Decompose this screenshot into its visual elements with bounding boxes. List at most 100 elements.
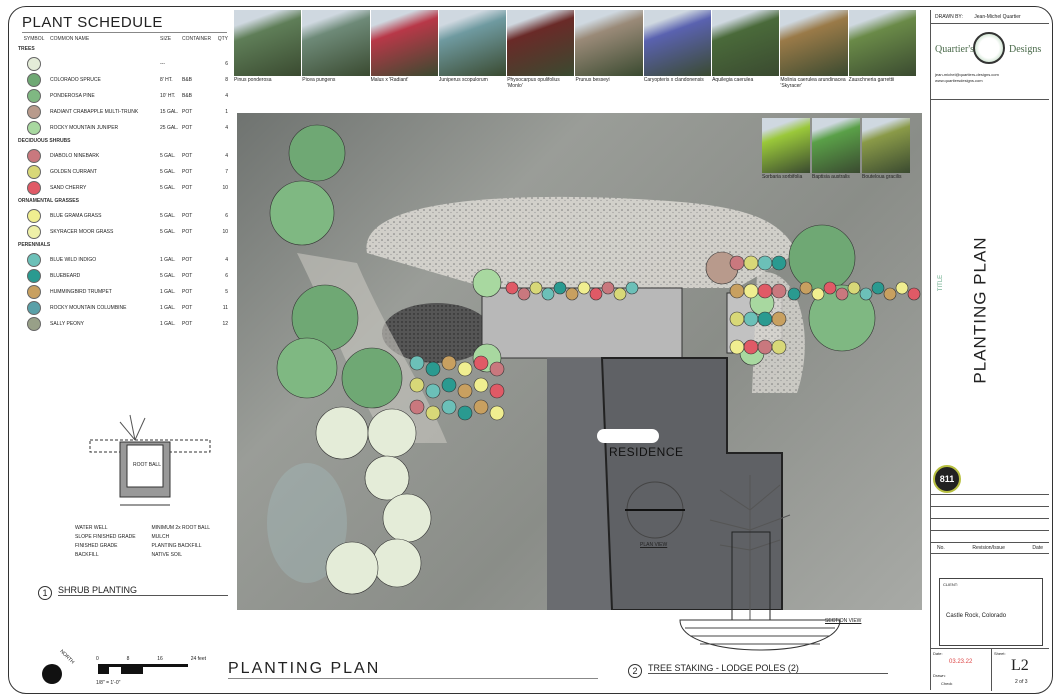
size: 1 GAL. [160, 305, 176, 311]
size: 5 GAL. [160, 169, 176, 175]
plant-symbol [457, 361, 473, 377]
plant-symbol [457, 405, 473, 421]
symbol-cell [18, 225, 50, 239]
symbol-cell [18, 253, 50, 267]
plant-photo-caption: Zauschneria garrettii [848, 77, 895, 83]
symbol-cell [18, 121, 50, 135]
plant-symbol [743, 255, 759, 271]
container: POT [182, 273, 193, 279]
qty: 4 [225, 153, 228, 159]
common-name: SALLY PEONY [50, 321, 84, 327]
plant-symbol-icon [27, 253, 41, 267]
container: POT [182, 153, 193, 159]
title-block: DRAWN BY: Jean-Michel Quartier Quartier'… [930, 10, 1049, 691]
plant-symbol [409, 399, 425, 415]
residence-label: RESIDENCE [609, 445, 684, 459]
size: 8' HT. [160, 77, 173, 83]
email: jean-michel@quartiers-designs.com [935, 72, 999, 77]
qty: 4 [225, 93, 228, 99]
plant-symbol [315, 406, 369, 460]
patio [481, 287, 683, 359]
scale-bar [98, 664, 188, 674]
plant-photo: Bouteloua gracilis [862, 118, 910, 180]
sheet-drawing-title: PLANTING PLAN [228, 660, 598, 679]
plant-symbol [541, 287, 555, 301]
shrub-planting-detail: ROOT BALL [75, 410, 215, 520]
detail-note: NATIVE SOIL [151, 552, 182, 558]
size: 5 GAL. [160, 185, 176, 191]
qty: 7 [225, 169, 228, 175]
plant-photo-caption: Baptisia australis [812, 174, 850, 180]
plant-symbol [625, 281, 639, 295]
website: www.quartiersdesigns.com [935, 78, 983, 83]
plant-symbol [895, 281, 909, 295]
schedule-group-heading: ORNAMENTAL GRASSES [18, 198, 79, 204]
plant-photo-caption: Juniperus scopulorum [438, 77, 488, 83]
detail-title: TREE STAKING - LODGE POLES (2) [648, 663, 888, 674]
plant-symbol [325, 541, 379, 595]
plant-symbol [743, 339, 759, 355]
plant-photo-caption: Picea pungens [302, 77, 336, 83]
detail-title: SHRUB PLANTING [58, 585, 228, 596]
detail-number: 2 [628, 664, 642, 678]
plant-symbol [473, 377, 489, 393]
tree-staking-drawing [625, 475, 841, 651]
symbol-cell [18, 181, 50, 195]
plant-symbol [489, 405, 505, 421]
sheet-border [8, 6, 1053, 694]
plant-photo-image [848, 10, 916, 76]
plant-symbol [771, 339, 787, 355]
qty: 8 [225, 77, 228, 83]
tick: 0 [96, 656, 99, 662]
plant-symbol [743, 283, 759, 299]
size: 5 GAL. [160, 213, 176, 219]
size: 25 GAL. [160, 125, 179, 131]
detail-note: BACKFILL [75, 552, 99, 558]
tree-staking-detail: PLAN VIEW SECTION VIEW [610, 470, 910, 655]
plant-symbols [269, 124, 921, 595]
container: B&B [182, 93, 193, 99]
qty: 1 [225, 109, 228, 115]
header-size: SIZE [160, 36, 172, 42]
company-name: Designs [1009, 44, 1042, 55]
plant-photo-caption: Bouteloua gracilis [862, 174, 902, 180]
plant-symbol-icon [27, 121, 41, 135]
common-name: HUMMINGBIRD TRUMPET [50, 289, 112, 295]
plant-symbol [372, 538, 422, 588]
qty: 6 [225, 273, 228, 279]
sheet-label: Sheet: [994, 651, 1006, 656]
common-name: COLORADO SPRUCE [50, 77, 101, 83]
plant-photo-caption: Aquilegia caerulea [712, 77, 754, 83]
plant-symbol [729, 283, 745, 299]
plant-symbol-icon [27, 285, 41, 299]
qty: 10 [222, 185, 228, 191]
plant-photo: Sorbaria sorbifolia [762, 118, 810, 180]
schedule-title: PLANT SCHEDULE [22, 14, 227, 33]
common-name: BLUE GRAMA GRASS [50, 213, 102, 219]
drawn-by-label: DRAWN BY: [935, 14, 963, 20]
plant-symbol [441, 377, 457, 393]
pond [267, 463, 347, 583]
client-box: CLIENT: Castle Rock, Colorado [939, 578, 1043, 646]
plant-symbol [409, 377, 425, 393]
common-name: RADIANT CRABAPPLE MULTI-TRUNK [50, 109, 139, 115]
plant-symbol [473, 355, 489, 371]
plant-symbol [367, 408, 417, 458]
plant-symbol [799, 281, 813, 295]
plant-photo-caption: Caryopteris x clandonensis [643, 77, 704, 83]
dark-mulch-bed [382, 303, 492, 363]
plant-photo-caption: Malus x 'Radiant' [370, 77, 409, 83]
symbol-cell [18, 317, 50, 331]
plant-symbol [823, 281, 837, 295]
plant-photo: Aquilegia caerulea [712, 10, 780, 90]
container: POT [182, 229, 193, 235]
plant-symbol [811, 287, 825, 301]
